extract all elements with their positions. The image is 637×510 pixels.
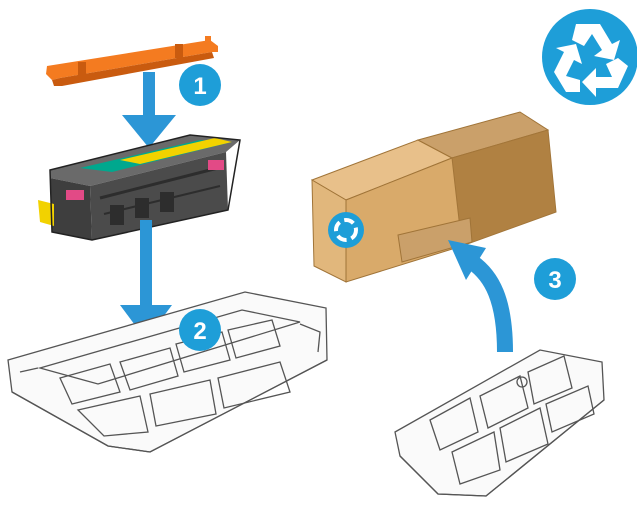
step-number-3: 3 (548, 267, 561, 294)
step-number-1: 1 (193, 73, 206, 100)
packaging-tray-left (7, 291, 328, 453)
packaging-tray-right (394, 349, 605, 497)
cardboard-box (310, 111, 557, 283)
step-number-badge-2: 2 (179, 309, 221, 351)
step-number-badge-3: 3 (534, 258, 576, 300)
orange-shipping-cap (46, 36, 218, 86)
box-recycle-icon (328, 212, 364, 248)
step-number-2: 2 (193, 318, 206, 345)
step-number-badge-1: 1 (179, 64, 221, 106)
recycle-icon (542, 9, 637, 105)
arrow-icon (122, 72, 176, 148)
arrow-icon (448, 240, 513, 353)
toner-cartridge (38, 134, 241, 241)
